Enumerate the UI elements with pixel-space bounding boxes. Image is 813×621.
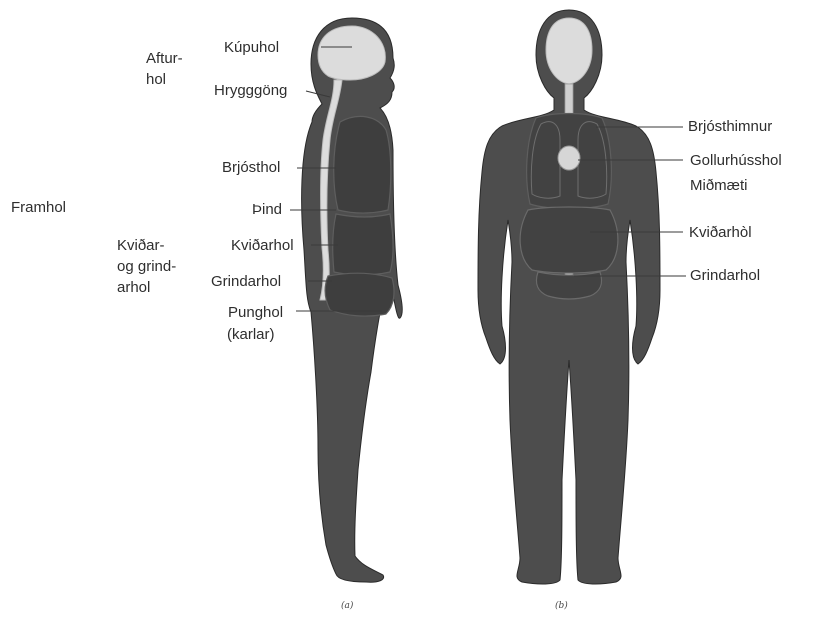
group-label-kvid: Kviðar- og grind- arhol xyxy=(117,235,176,298)
group-label-fram: Framhol xyxy=(11,198,66,217)
group-label-aftur: Aftur- hol xyxy=(146,48,183,90)
label-brjostholl: Brjósthol xyxy=(222,158,280,177)
caption-b: (b) xyxy=(555,601,568,611)
label-punghol: Punghol xyxy=(228,303,283,322)
group-label-kvid-line1: Kviðar- xyxy=(117,235,176,256)
group-label-kvid-line2: og grind- xyxy=(117,256,176,277)
caption-a: (a) xyxy=(341,601,353,611)
label-kupuhol: Kúpuhol xyxy=(224,38,279,57)
label-grindarhol-front: Grindarhol xyxy=(690,266,760,285)
label-hrygggong: Hrygggöng xyxy=(214,81,287,100)
label-kvidarhol: Kviðarhol xyxy=(231,236,294,255)
group-label-aftur-line1: Aftur- xyxy=(146,48,183,69)
group-label-aftur-line2: hol xyxy=(146,69,183,90)
leader-hrygg xyxy=(306,91,330,97)
label-gollurhusshol: Gollurhússhol xyxy=(690,151,782,170)
label-brjosthimnur: Brjósthimnur xyxy=(688,117,772,136)
label-karlar: (karlar) xyxy=(227,325,275,344)
group-label-kvid-line3: arhol xyxy=(117,277,176,298)
label-kvidarhol-front: Kviðarhòl xyxy=(689,223,752,242)
label-pind: Þind xyxy=(252,200,282,219)
label-grindarhol: Grindarhol xyxy=(211,272,281,291)
label-midmaeti: Miðmæti xyxy=(690,176,748,195)
